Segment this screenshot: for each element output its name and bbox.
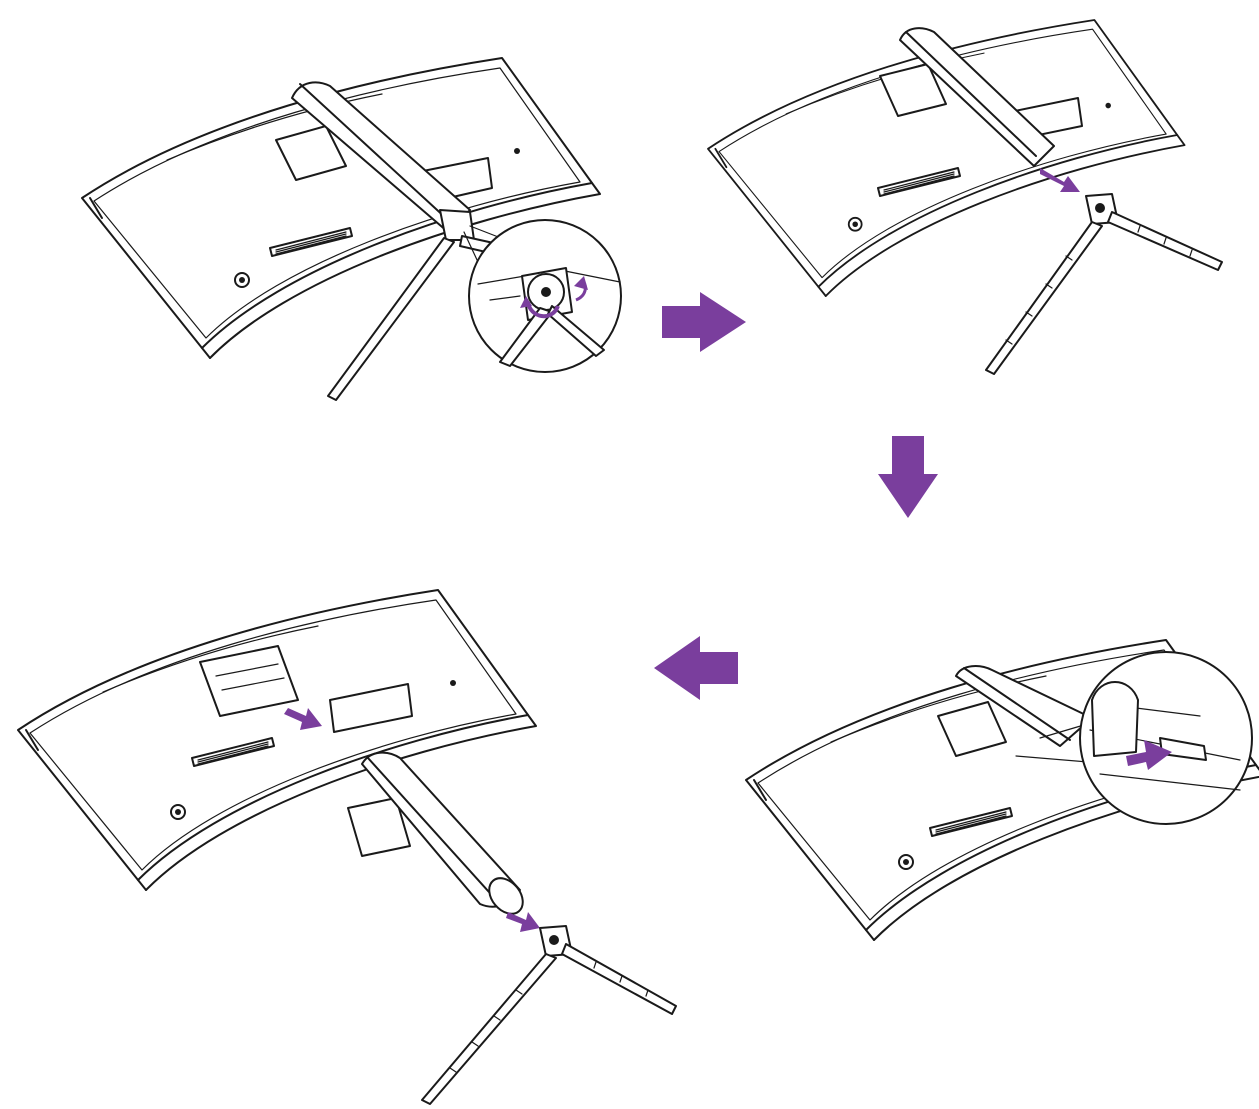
detach-arrow-icon (506, 912, 540, 932)
detached-column (347, 751, 524, 915)
vesa-mount (937, 701, 1007, 757)
flow-arrow-right (662, 292, 746, 352)
step-4-panel (17, 589, 677, 1105)
step-1-panel (81, 57, 622, 401)
vesa-mount (275, 125, 347, 181)
detach-arrow-icon (1040, 168, 1080, 192)
rotate-connector-callout (468, 219, 622, 373)
stand-foot (985, 193, 1223, 375)
step-2-panel (707, 19, 1223, 375)
stand-foot (421, 925, 677, 1105)
vesa-mount (879, 63, 947, 117)
flow-arrow-down (878, 436, 938, 518)
flow-arrow-left (654, 636, 738, 700)
vesa-mount (199, 645, 299, 717)
io-port-block (329, 683, 413, 733)
step-3-panel (745, 639, 1259, 941)
slide-arrow-icon (1126, 740, 1172, 770)
release-latch-callout (1079, 651, 1253, 825)
attach-arrow-icon (284, 708, 322, 730)
